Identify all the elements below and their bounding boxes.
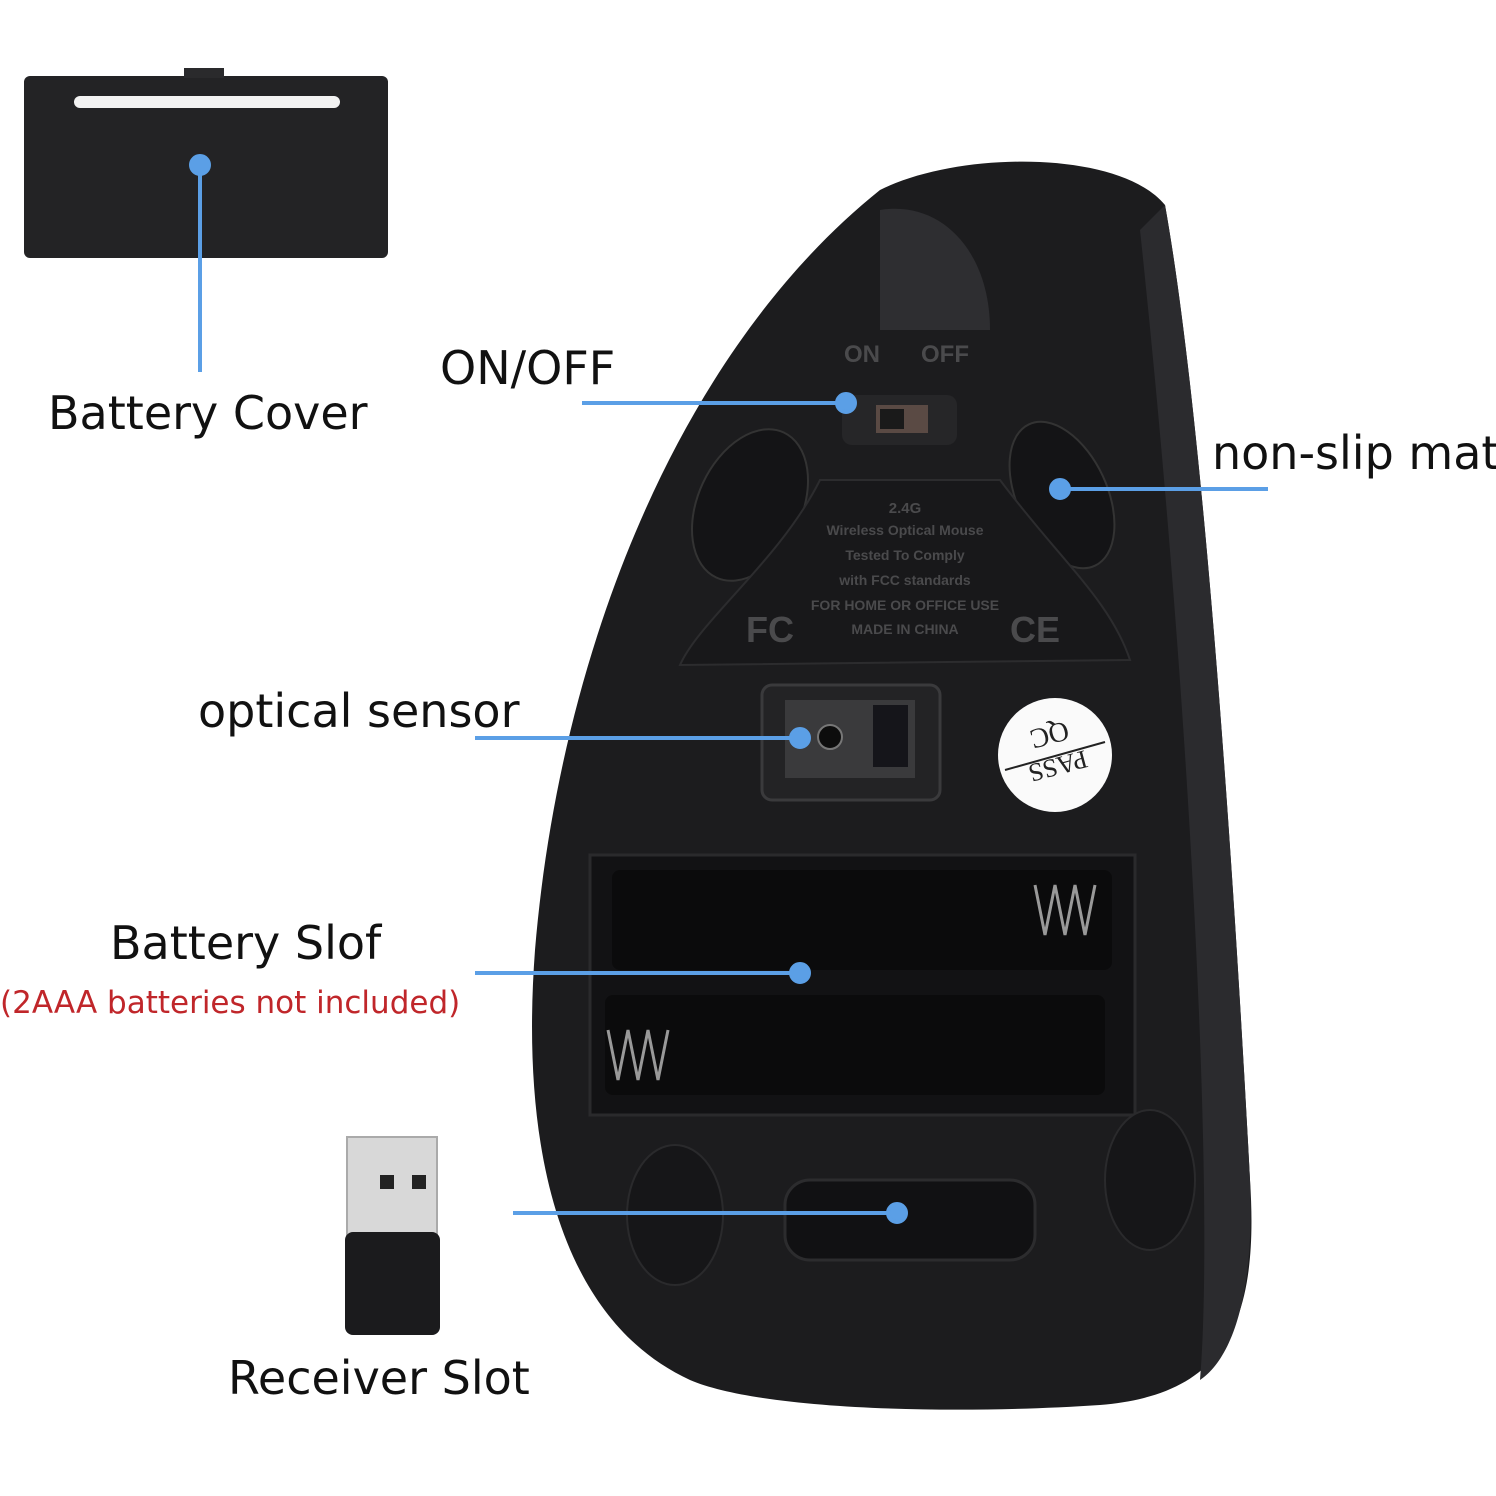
callout-lines [189, 154, 1268, 1224]
fcc-mark: FC [746, 609, 794, 650]
usb-receiver [345, 1136, 440, 1335]
embossed-off: OFF [921, 341, 969, 368]
embossed-line: FOR HOME OR OFFICE USE [811, 597, 999, 613]
mouse-body [532, 161, 1252, 1410]
label-battery-slot: Battery Slof [110, 916, 382, 970]
label-non-slip-mat: non-slip mat [1212, 426, 1496, 480]
ce-mark: CE [1010, 609, 1060, 650]
embossed-line: 2.4G [889, 500, 922, 517]
label-on-off: ON/OFF [440, 341, 616, 395]
embossed-line: Wireless Optical Mouse [826, 522, 983, 538]
embossed-line: with FCC standards [838, 572, 971, 588]
label-receiver-slot: Receiver Slot [228, 1351, 530, 1405]
embossed-line: Tested To Comply [845, 547, 964, 563]
label-battery-cover: Battery Cover [48, 386, 368, 440]
embossed-on: ON [844, 341, 880, 368]
embossed-line: MADE IN CHINA [851, 621, 958, 637]
battery-note: (2AAA batteries not included) [0, 985, 461, 1021]
label-optical-sensor: optical sensor [198, 684, 520, 738]
